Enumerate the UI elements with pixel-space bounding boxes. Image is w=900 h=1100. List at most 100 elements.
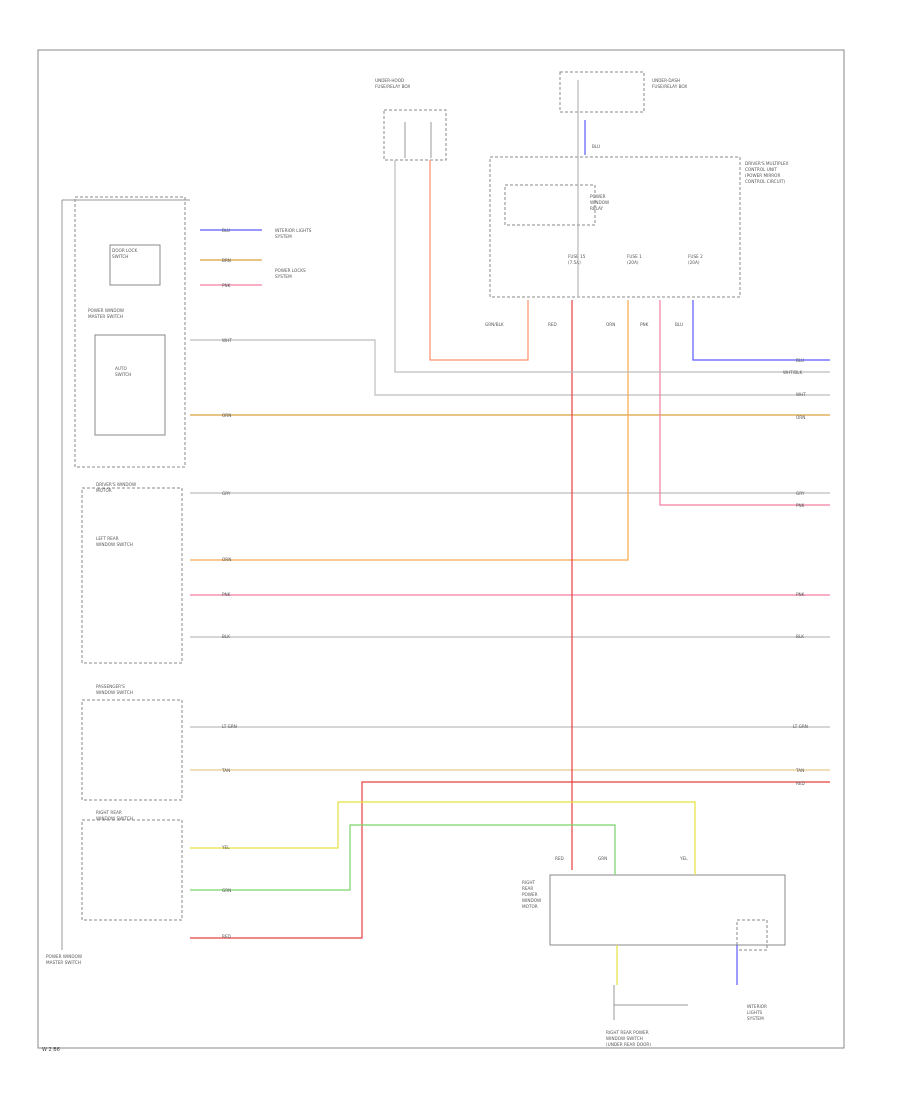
svg-text:UNDER-DASH: UNDER-DASH [652, 78, 680, 83]
wire-grn-blk [394, 160, 830, 373]
right-rear-window-switch-bottom: RIGHT REAR POWER WINDOW SWITCH (UNDER RE… [606, 985, 688, 1047]
wire-grn-1 [190, 824, 616, 891]
wire-label-wht-right: WHT [796, 392, 806, 397]
diagram-border [37, 49, 845, 1049]
svg-text:WINDOW SWITCH: WINDOW SWITCH [96, 816, 133, 821]
wire-blu-right [692, 300, 830, 361]
wire-label-pnk: PNK [222, 283, 231, 288]
svg-text:AUTO: AUTO [115, 366, 127, 371]
svg-text:MOTOR: MOTOR [522, 904, 538, 909]
interior-lights-label-1: INTERIOR LIGHTS [275, 228, 312, 233]
wire-label-grn: GRN [222, 888, 231, 893]
power-window-master-switch: POWER WINDOW MASTER SWITCH DOOR LOCK SWI… [74, 196, 186, 468]
wire-label-orn-top: ORN [606, 322, 615, 327]
wire-label-blk: BLK [222, 634, 230, 639]
wire-label-grn-blk: GRN/BLK [485, 322, 504, 327]
svg-text:(7.5A): (7.5A) [568, 260, 581, 265]
wire-label-pnk-2: PNK [222, 592, 231, 597]
wire-label-pnk-right: PNK [796, 503, 805, 508]
svg-text:PASSENGER'S: PASSENGER'S [96, 684, 125, 689]
wire-yel-1 [190, 801, 696, 875]
power-locks-label-2: SYSTEM [275, 274, 292, 279]
wire-label-yel: YEL [221, 845, 230, 850]
svg-text:LIGHTS: LIGHTS [747, 1010, 763, 1015]
wire-label-ltgrn: LT GRN [222, 724, 237, 729]
svg-text:INTERIOR: INTERIOR [747, 1004, 767, 1009]
wire-label-pnk-right-2: PNK [796, 592, 805, 597]
wire-label-gry: GRY [222, 491, 231, 496]
wire-label-tan-right: TAN [795, 768, 804, 773]
driver-multiplex-unit: DRIVER'S MULTIPLEX CONTROL UNIT (POWER M… [489, 80, 789, 298]
wire-label-blu-fuse: BLU [592, 144, 600, 149]
svg-text:DRIVER'S MULTIPLEX: DRIVER'S MULTIPLEX [745, 161, 789, 166]
wire-label-orn-2: ORN [222, 557, 231, 562]
wire-label-blu-right: BLU [796, 358, 804, 363]
svg-text:WINDOW SWITCH: WINDOW SWITCH [96, 690, 133, 695]
svg-text:(20A): (20A) [688, 260, 700, 265]
svg-text:POWER: POWER [522, 892, 538, 897]
right-rear-power-window-motor: RIGHT REAR POWER WINDOW MOTOR [522, 874, 786, 951]
svg-text:(20A): (20A) [627, 260, 639, 265]
svg-text:WINDOW SWITCH: WINDOW SWITCH [606, 1036, 643, 1041]
svg-text:SYSTEM: SYSTEM [747, 1016, 764, 1021]
wire-pnk-loop [659, 300, 830, 506]
wire-label-orn-right: ORN [796, 415, 805, 420]
master-switch-bottom-label-2: MASTER SWITCH [46, 960, 81, 965]
svg-text:WINDOW: WINDOW [522, 898, 541, 903]
svg-text:RIGHT: RIGHT [522, 880, 536, 885]
wire-label-red-top: RED [548, 322, 557, 327]
svg-text:CONTROL UNIT: CONTROL UNIT [745, 167, 777, 172]
wire-label-ltgrn-right: LT GRN [793, 724, 808, 729]
wire-label-orn: ORN [222, 413, 231, 418]
svg-text:SWITCH: SWITCH [115, 372, 131, 377]
svg-text:MASTER SWITCH: MASTER SWITCH [88, 314, 123, 319]
underhood-fuse-box: UNDER-HOOD FUSE/RELAY BOX [375, 78, 447, 161]
wire-label-brn: BRN [222, 258, 231, 263]
wire-label-wht: WHT [222, 338, 232, 343]
svg-text:FUSE 1: FUSE 1 [627, 254, 642, 259]
svg-text:DOOR LOCK: DOOR LOCK [112, 248, 137, 253]
svg-text:RELAY: RELAY [590, 206, 604, 211]
svg-text:(POWER MIRROR: (POWER MIRROR [745, 173, 780, 178]
svg-text:WINDOW SWITCH: WINDOW SWITCH [96, 542, 133, 547]
svg-text:RIGHT REAR: RIGHT REAR [96, 810, 122, 815]
interior-lights-bottom: INTERIOR LIGHTS SYSTEM [747, 1004, 767, 1021]
svg-text:REAR: REAR [522, 886, 533, 891]
footer-code: W 2 B6 [42, 1047, 60, 1053]
svg-text:SWITCH: SWITCH [112, 254, 128, 259]
svg-text:FUSE 2: FUSE 2 [688, 254, 703, 259]
wire-label-gry-right: GRY [796, 491, 805, 496]
wire-red-loop [190, 781, 830, 939]
svg-text:RIGHT REAR POWER: RIGHT REAR POWER [606, 1030, 649, 1035]
right-rear-window-switch: RIGHT REAR WINDOW SWITCH [81, 810, 183, 921]
wire-label-yel-motor: YEL [679, 856, 688, 861]
wire-wht-1 [190, 339, 830, 396]
wire-label-pnk-top: PNK [640, 322, 649, 327]
wire-label-blk-right: BLK [796, 634, 804, 639]
wire-label-red: RED [222, 934, 231, 939]
svg-text:DRIVER'S WINDOW: DRIVER'S WINDOW [96, 482, 136, 487]
svg-text:CONTROL CIRCUIT): CONTROL CIRCUIT) [745, 179, 785, 184]
svg-text:POWER WINDOW: POWER WINDOW [88, 308, 124, 313]
wire-label-blu: BLU [222, 228, 230, 233]
left-rear-window-switch: DRIVER'S WINDOW MOTOR LEFT REAR WINDOW S… [81, 482, 183, 664]
wire-orn-2 [190, 300, 629, 561]
svg-text:LEFT REAR: LEFT REAR [96, 536, 119, 541]
wire-label-grn-motor: GRN [598, 856, 607, 861]
svg-text:UNDER-HOOD: UNDER-HOOD [375, 78, 404, 83]
wire-label-red-motor: RED [555, 856, 564, 861]
svg-text:FUSE 15: FUSE 15 [568, 254, 586, 259]
svg-text:MOTOR: MOTOR [96, 488, 112, 493]
svg-text:POWER: POWER [590, 194, 606, 199]
svg-text:FUSE/RELAY BOX: FUSE/RELAY BOX [375, 84, 410, 89]
wire-label-tan: TAN [221, 768, 230, 773]
svg-text:FUSE/RELAY BOX: FUSE/RELAY BOX [652, 84, 687, 89]
wire-tan-hood [429, 160, 529, 361]
wire-label-red-right: RED [796, 781, 805, 786]
interior-lights-label-2: SYSTEM [275, 234, 292, 239]
svg-text:(UNDER REAR DOOR): (UNDER REAR DOOR) [606, 1042, 651, 1047]
power-locks-label-1: POWER LOCKS [275, 268, 306, 273]
wire-label-blu-top: BLU [675, 322, 683, 327]
wires [190, 120, 830, 985]
